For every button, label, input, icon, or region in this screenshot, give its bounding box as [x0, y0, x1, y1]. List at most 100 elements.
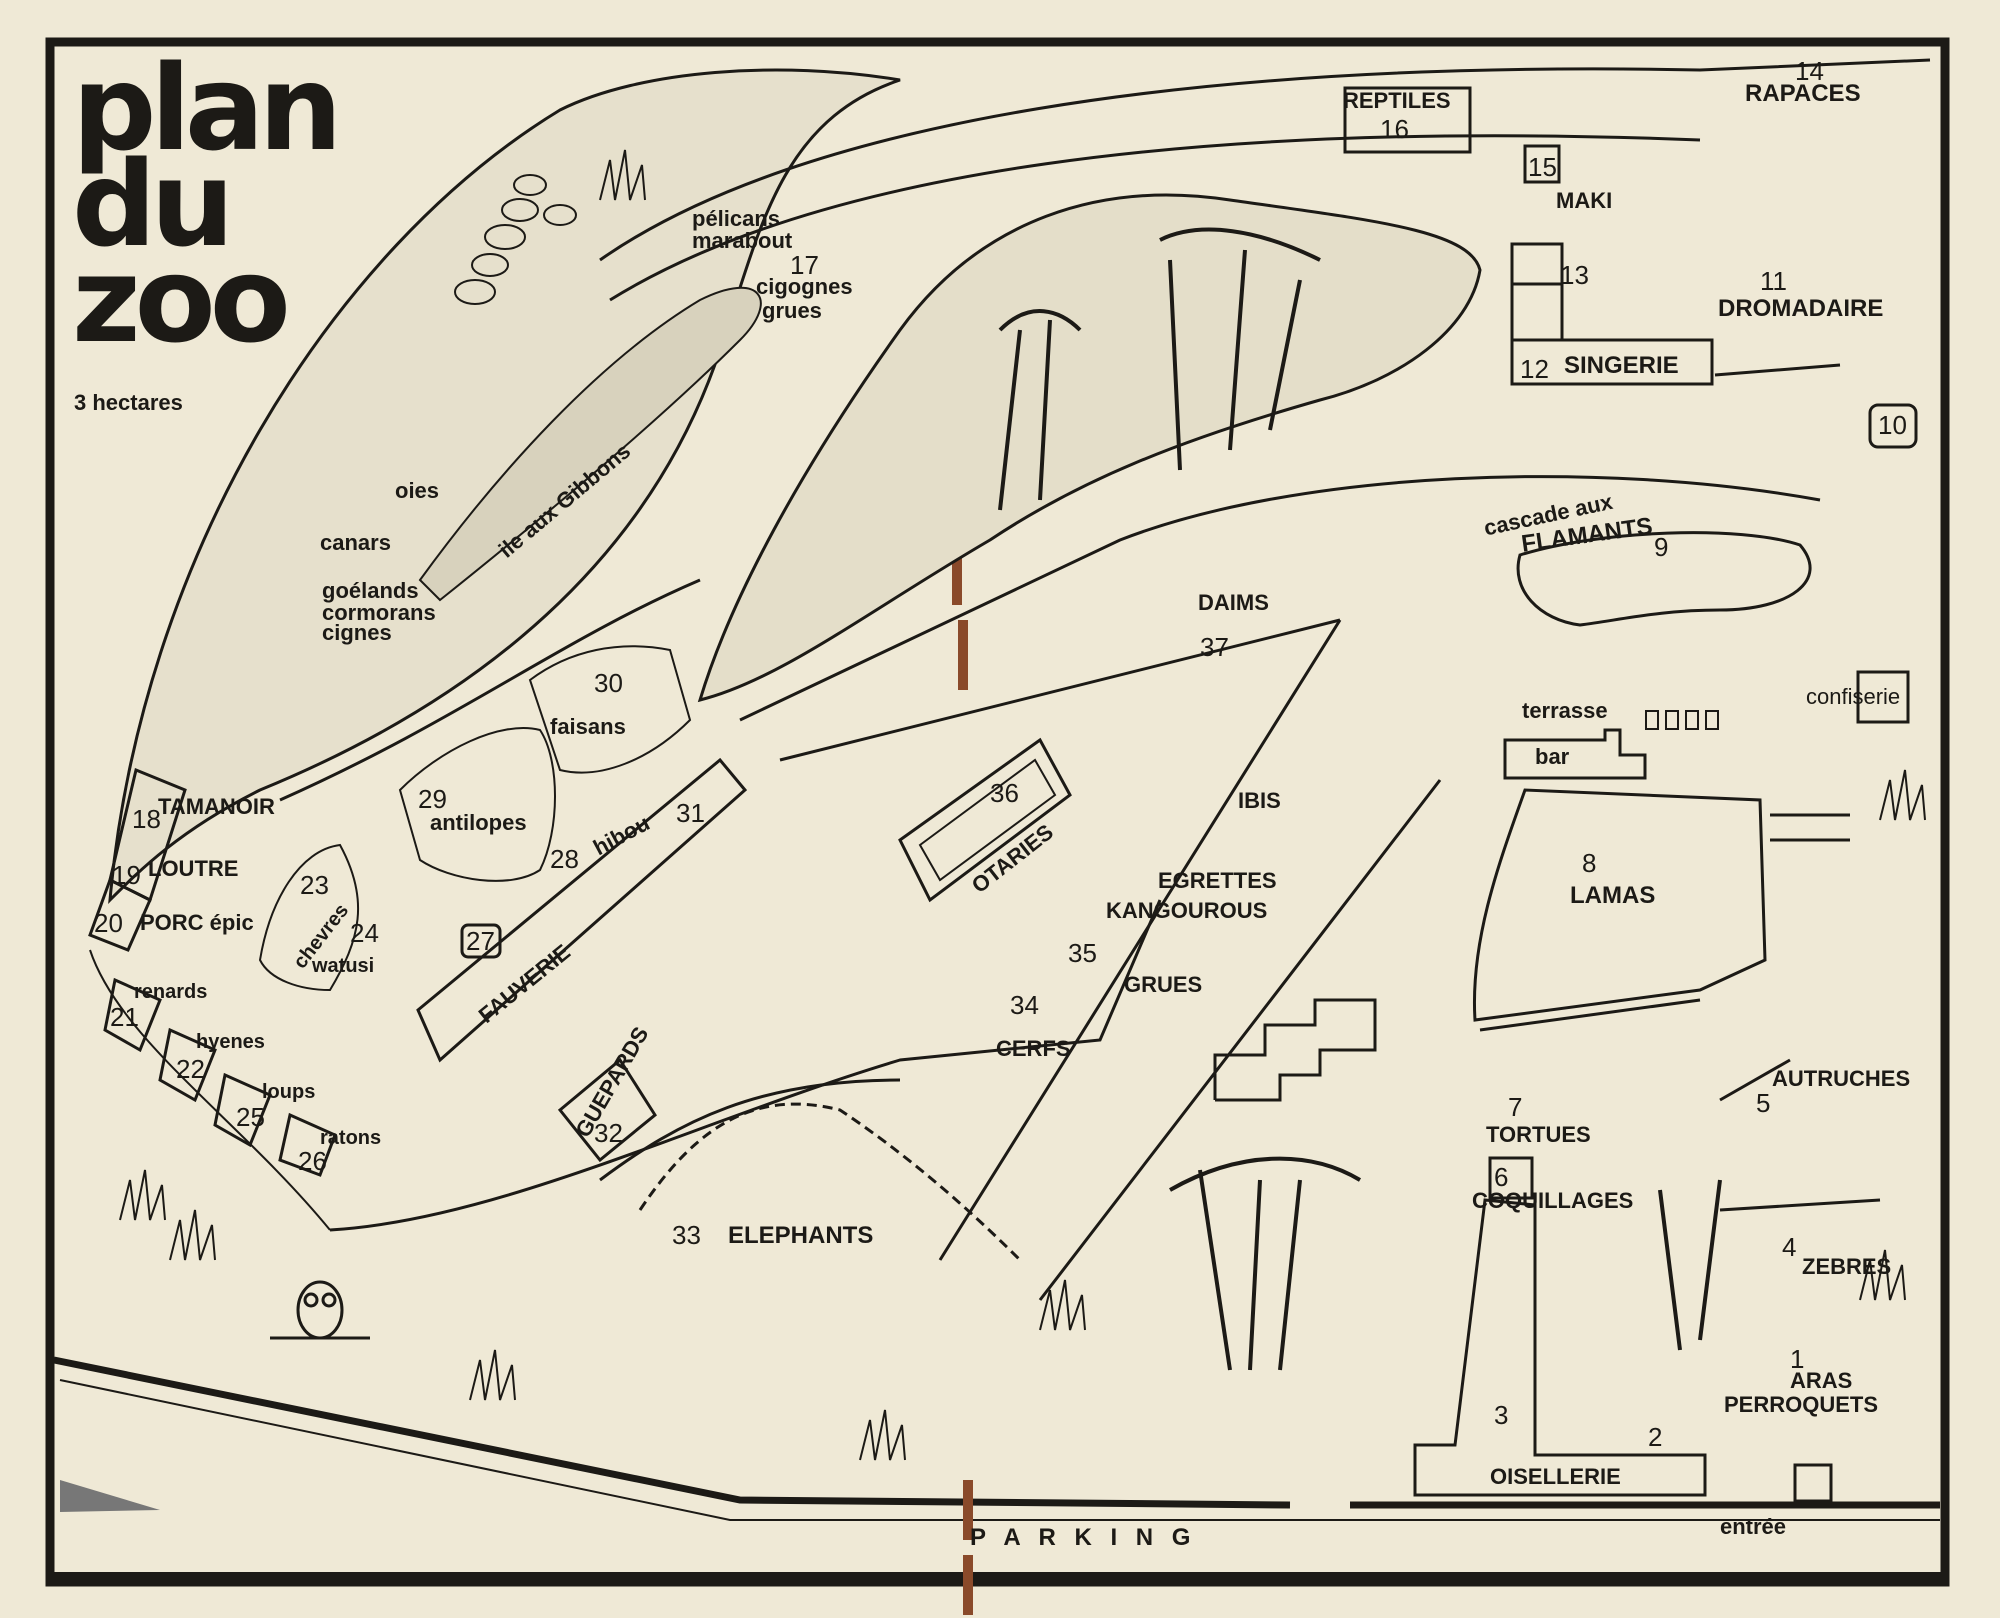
label-tamanoir: TAMANOIR [158, 794, 275, 819]
label-33: 33 [672, 1220, 701, 1250]
label-porc-epic: PORC épic [140, 910, 254, 935]
lamas-enclosure [1472, 788, 1767, 1022]
label-egrettes: EGRETTES [1158, 868, 1277, 893]
label-tortues: TORTUES [1486, 1122, 1591, 1147]
label-confiserie: confiserie [1806, 684, 1901, 709]
label-ibis: IBIS [1238, 788, 1281, 813]
label-32: 32 [594, 1118, 623, 1148]
label-grues: GRUES [1124, 972, 1203, 997]
enclosure-27 [460, 923, 502, 959]
label-perroquets: PERROQUETS [1724, 1392, 1879, 1417]
tree-island [697, 193, 1482, 703]
label-maki: MAKI [1556, 188, 1613, 213]
path-lower [329, 899, 1162, 1232]
label-cignes: cignes [322, 620, 392, 645]
label-bar: bar [1535, 744, 1570, 769]
label-aras: ARAS [1790, 1368, 1853, 1393]
fences [1479, 363, 1881, 1212]
path-diagonal [938, 619, 1442, 1301]
title-line-1: plan [72, 39, 343, 177]
label-5: 5 [1756, 1088, 1771, 1118]
label-rapaces: RAPACES [1745, 80, 1861, 107]
label-6: 6 [1494, 1162, 1509, 1192]
enclosure-antilopes [398, 727, 556, 882]
oisellerie-building [1413, 1198, 1707, 1497]
label-zebres: ZEBRES [1802, 1254, 1892, 1279]
label-12: 12 [1520, 354, 1549, 384]
label-singerie: SINGERIE [1564, 352, 1679, 379]
elephants-pool [638, 1102, 1022, 1262]
label-rapaces-number: 14 [1795, 56, 1824, 86]
label-8: 8 [1582, 848, 1597, 878]
label-oisellerie: OISELLERIE [1490, 1464, 1621, 1489]
label-daims: DAIMS [1198, 590, 1269, 615]
singerie-buildings [1343, 86, 1918, 1503]
label-reptiles-number: 16 [1380, 114, 1409, 144]
terrasse-tables [1645, 710, 1719, 730]
label-entree: entrée [1720, 1514, 1787, 1539]
parking-road [53, 1356, 1940, 1509]
parking-wedge [60, 1480, 160, 1512]
label-elephants: ELEPHANTS [728, 1222, 874, 1249]
path-river [599, 58, 1931, 302]
flamants-pond [1516, 531, 1812, 627]
path-central-a [739, 475, 1821, 722]
label-hyenes: hyenes [196, 1031, 265, 1053]
label-cigognes: cigognes [756, 274, 853, 299]
coquillages-cage [1488, 1156, 1534, 1200]
label-29: 29 [418, 784, 447, 814]
label-parking: P A R K I N G [970, 1524, 1197, 1551]
stepped-building [1213, 998, 1377, 1102]
label-autruches: AUTRUCHES [1772, 1066, 1911, 1091]
label-11: 11 [1760, 266, 1787, 296]
map-title: plan du zoo [72, 39, 343, 369]
label-loups: loups [262, 1081, 316, 1103]
path-central-b [779, 618, 1341, 762]
label-3: 3 [1494, 1400, 1509, 1430]
title-line-2: du [72, 135, 234, 273]
label-35: 35 [1068, 938, 1097, 968]
title-line-3: zoo [72, 231, 291, 369]
label-pelicans: pélicans [692, 206, 781, 231]
enclosure-faisans [528, 645, 692, 774]
label-23: 23 [300, 870, 329, 900]
label-31: 31 [676, 798, 705, 828]
label-27: 27 [466, 926, 495, 956]
label-coquillages: COQUILLAGES [1472, 1188, 1634, 1213]
map-subtitle: 3 hectares [74, 390, 183, 415]
label-10: 10 [1878, 410, 1907, 440]
label-loutre: LOUTRE [148, 856, 239, 881]
enclosure-chevres [258, 843, 360, 992]
label-21: 21 [110, 1002, 139, 1032]
label-24: 24 [350, 918, 379, 948]
label-17: 17 [790, 250, 819, 280]
owl-drawing [270, 1280, 370, 1340]
label-reptiles: REPTILES [1343, 88, 1451, 113]
label-37: 37 [1200, 632, 1229, 662]
label-1: 1 [1790, 1344, 1805, 1374]
path-left-edge [89, 949, 331, 1231]
label-13: 13 [1560, 260, 1589, 290]
binding-thread [952, 535, 973, 1615]
label-26: 26 [298, 1146, 327, 1176]
trees [998, 227, 1722, 1371]
label-18: 18 [132, 804, 161, 834]
label-28: 28 [550, 844, 579, 874]
label-marabout: marabout [692, 228, 793, 253]
label-canars: canars [320, 530, 391, 555]
fauverie-building [416, 757, 748, 1063]
label-kangourous: KANGOUROUS [1106, 898, 1268, 923]
label-25: 25 [236, 1102, 265, 1132]
guepards-cage [557, 1057, 657, 1163]
path-upper [279, 578, 701, 802]
label-20: 20 [94, 908, 123, 938]
label-36: 36 [990, 778, 1019, 808]
label-7: 7 [1508, 1092, 1523, 1122]
label-4: 4 [1782, 1232, 1797, 1262]
left-cages [88, 767, 337, 1177]
road-edge-lower [59, 1379, 1940, 1521]
label-watusi: watusi [312, 955, 375, 977]
map-frame [45, 37, 1950, 1587]
label-9: 9 [1654, 532, 1669, 562]
